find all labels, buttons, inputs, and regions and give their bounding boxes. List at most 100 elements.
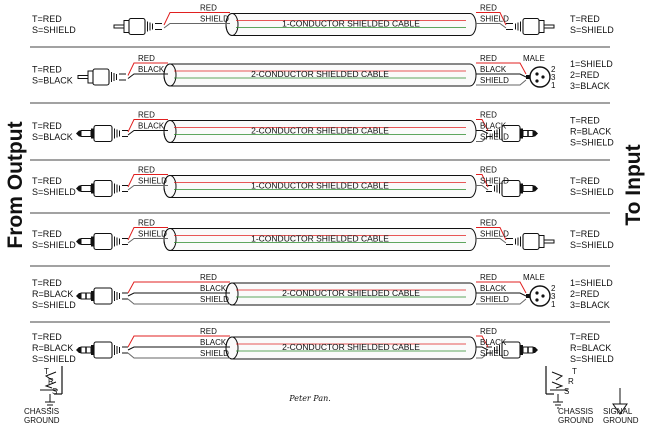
right-pinout-label: S=SHIELD (570, 138, 614, 148)
cable-end-left (163, 228, 177, 251)
left-pinout-label: S=BLACK (32, 76, 73, 86)
jack-pin-label: S (52, 387, 57, 396)
left-wire-label: RED (138, 54, 155, 63)
right-wire-shield (476, 238, 507, 244)
right-wire-label: RED (480, 219, 497, 228)
left-wire-label: SHIELD (200, 349, 229, 358)
left-wire-shield (127, 352, 230, 359)
right-plug-rca (506, 17, 555, 36)
right-wire-shield (476, 79, 527, 86)
right-wire-shield (476, 298, 527, 305)
right-pinout-label: T=RED (570, 176, 600, 186)
right-wire-label: SHIELD (480, 230, 509, 239)
right-pinout-label: 3=BLACK (570, 81, 610, 91)
right-pinout-label: R=BLACK (570, 127, 611, 137)
right-wire-red (476, 281, 527, 294)
left-pinout-label: T=RED (32, 14, 62, 24)
left-wire-red (127, 174, 168, 188)
left-plug-trs (76, 287, 128, 305)
left-wire-label: SHIELD (200, 295, 229, 304)
cable-title: 2-CONDUCTOR SHIELDED CABLE (282, 342, 420, 352)
left-wire-red (127, 227, 168, 241)
right-wire-shield (476, 23, 507, 29)
right-wire-label: RED (480, 111, 497, 120)
right-wire-label: SHIELD (480, 177, 509, 186)
left-pinout-label: T=RED (32, 65, 62, 75)
left-wire-label: RED (138, 166, 155, 175)
cable-title: 1-CONDUCTOR SHIELDED CABLE (251, 181, 389, 191)
jack-pin-label: T (44, 367, 49, 376)
xlr-pin-3 (541, 75, 545, 79)
left-wire-label: BLACK (138, 122, 165, 131)
cable-row: T=REDS=BLACK1=SHIELD2=RED3=BLACK2-CONDUC… (30, 46, 613, 91)
xlr-pin-number: 1 (551, 81, 556, 90)
left-wire-shield (163, 23, 230, 29)
left-pinout-label: T=RED (32, 332, 62, 342)
right-wire-label: SHIELD (480, 349, 509, 358)
left-jack-schematic (40, 366, 63, 409)
right-pinout-label: T=RED (570, 229, 600, 239)
right-wire-black (476, 130, 489, 134)
right-pinout-label: 3=BLACK (570, 300, 610, 310)
right-wire-shield (476, 352, 489, 359)
left-pinout-label: S=SHIELD (32, 240, 76, 250)
left-wire-shield (127, 185, 168, 191)
cable-title: 1-CONDUCTOR SHIELDED CABLE (251, 234, 389, 244)
xlr-gender-label: MALE (523, 54, 545, 63)
right-wire-label: SHIELD (480, 15, 509, 24)
left-wire-red (127, 281, 230, 294)
left-pinout-label: T=RED (32, 229, 62, 239)
signal-ground-icon (612, 403, 628, 415)
xlr-pin-number: 3 (551, 73, 556, 82)
right-pinout-label: S=SHIELD (570, 187, 614, 197)
left-pinout-label: T=RED (32, 121, 62, 131)
right-pinout-label: 1=SHIELD (570, 59, 613, 69)
right-pinout-label: T=RED (570, 14, 600, 24)
right-pinout-label: S=SHIELD (570, 240, 614, 250)
cable-title: 1-CONDUCTOR SHIELDED CABLE (282, 19, 420, 29)
right-wire-label: RED (480, 54, 497, 63)
xlr-pin-1 (535, 79, 539, 83)
xlr-gender-label: MALE (523, 273, 545, 282)
left-wire-black (127, 292, 230, 297)
xlr-pin-1 (535, 298, 539, 302)
right-wire-red (476, 62, 527, 75)
right-wire-label: SHIELD (480, 76, 509, 85)
left-wire-red (127, 62, 168, 76)
xlr-pin-number: 2 (551, 284, 556, 293)
left-wire-black (127, 130, 168, 136)
cable-row: T=REDR=BLACKS=SHIELDT=REDR=BLACKS=SHIELD… (30, 321, 614, 364)
right-wire-label: RED (480, 273, 497, 282)
left-wire-label: SHIELD (200, 15, 229, 24)
right-wire-label: RED (480, 327, 497, 336)
left-wire-label: BLACK (200, 284, 227, 293)
jack-pin-label: R (48, 377, 54, 386)
xlr-pin-number: 2 (551, 65, 556, 74)
left-wire-label: BLACK (200, 338, 227, 347)
right-plug-rca (506, 232, 555, 251)
xlr-connector (526, 66, 551, 88)
cable-end-left (163, 63, 177, 87)
cable-end-left (225, 282, 239, 306)
right-plug-trs (486, 124, 538, 143)
left-wire-black (127, 73, 168, 79)
right-wire-label: BLACK (480, 122, 507, 131)
cable-end-left (225, 13, 239, 36)
left-pinout-label: T=RED (32, 176, 62, 186)
right-wire-red (476, 119, 489, 131)
right-wire-label: BLACK (480, 65, 507, 74)
signature: Peter Pan. (288, 394, 331, 403)
left-wire-shield (127, 238, 168, 244)
jack-pin-label: S (564, 387, 569, 396)
xlr-connector (526, 285, 551, 307)
right-wire-black (476, 73, 527, 78)
right-pinout-label: T=RED (570, 332, 600, 342)
cable-title: 2-CONDUCTOR SHIELDED CABLE (251, 69, 389, 79)
left-plug-rca (113, 17, 162, 36)
